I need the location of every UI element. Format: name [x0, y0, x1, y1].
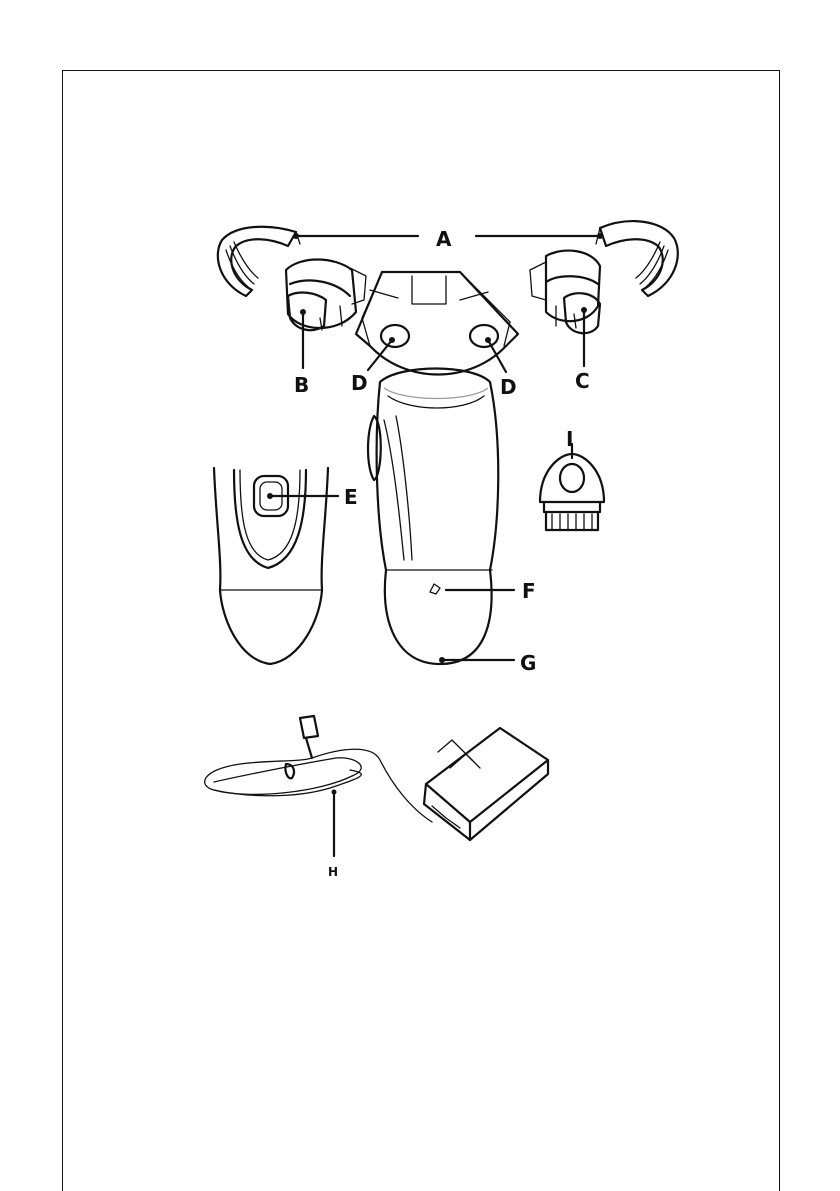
label-g: G — [520, 651, 536, 675]
comb-attachment-right — [596, 221, 678, 296]
cleaning-brush — [540, 454, 604, 530]
label-d-left: D — [351, 371, 368, 395]
label-h: H — [328, 865, 338, 879]
head-holder — [356, 272, 518, 375]
label-b: B — [294, 373, 309, 397]
cutting-head-right — [530, 251, 600, 334]
label-i: I — [566, 427, 573, 451]
label-a: A — [436, 227, 452, 251]
cutting-head-left — [286, 260, 366, 331]
label-c: C — [575, 369, 590, 393]
label-d-right: D — [500, 375, 517, 399]
callout-lines — [267, 233, 603, 856]
label-e: E — [344, 485, 358, 509]
label-f: F — [522, 579, 536, 603]
epilator-body — [368, 369, 498, 665]
charger-and-cord — [205, 716, 548, 840]
